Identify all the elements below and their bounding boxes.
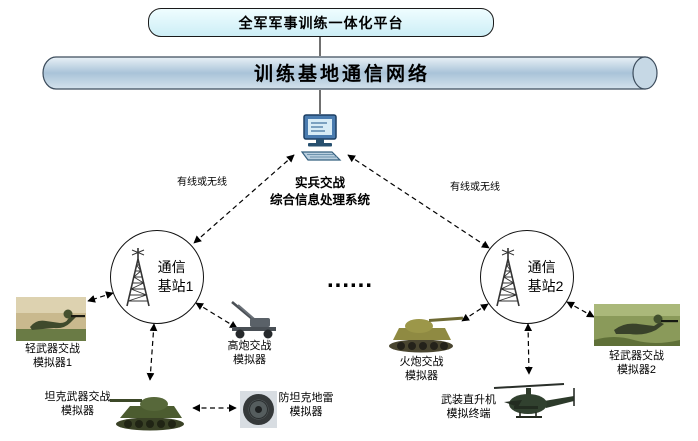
mine-icon [240, 391, 277, 428]
antenna-tower-icon [125, 248, 150, 307]
antenna-tower-icon [495, 248, 520, 307]
network-label: 训练基地通信网络 [253, 64, 430, 85]
light-weapon-sim1-label: 轻武器交战 模拟器1 [25, 343, 80, 369]
helicopter-terminal-label: 武装直升机 模拟终端 [441, 394, 496, 420]
platform-node: 全军军事训练一体化平台 [148, 8, 494, 37]
light-weapon-sim1-photo [16, 297, 86, 341]
link-computer-station2 [347, 154, 490, 249]
artillery-sim-label: 火炮交战 模拟器 [399, 356, 444, 382]
link-station1-tank [146, 323, 158, 381]
processing-system-label: 实兵交战 综合信息处理系统 [269, 176, 370, 207]
artillery-icon [389, 316, 464, 353]
computer-icon [300, 114, 342, 161]
soldier-icon [16, 297, 86, 341]
base-station-2-node: 通信 基站2 [480, 230, 574, 324]
antitank-mine-photo [240, 391, 277, 428]
tank-sim-photo [108, 384, 190, 431]
platform-label: 全军军事训练一体化平台 [238, 14, 404, 31]
aa-gun-sim-label: 高炮交战 模拟器 [227, 340, 272, 366]
link-station2-light2 [566, 301, 595, 318]
helicopter-terminal-photo [492, 376, 578, 436]
link-station2-helicopter [524, 323, 533, 375]
base-station-1-node: 通信 基站1 [110, 230, 204, 324]
base-station-1-label: 通信 基站1 [157, 259, 194, 294]
processing-system-node [296, 114, 344, 164]
tank-sim-label: 坦克武器交战 模拟器 [44, 391, 111, 417]
base-station-2-label: 通信 基站2 [527, 259, 564, 294]
anti-aircraft-gun-icon [231, 301, 276, 339]
artillery-sim-photo [383, 307, 465, 353]
link-label-wired-or-wireless-left: 有线或无线 [177, 177, 227, 188]
network-backbone-node [42, 56, 658, 90]
soldier-icon [594, 304, 680, 346]
link-label-wired-or-wireless-right: 有线或无线 [450, 182, 500, 193]
more-stations-ellipsis: ...... [326, 266, 373, 293]
link-computer-station1 [193, 154, 295, 244]
tank-icon [110, 397, 184, 431]
light-weapon-sim2-label: 轻武器交战 模拟器2 [609, 350, 664, 376]
link-station2-artillery [461, 303, 489, 322]
cylinder-shape [42, 56, 658, 90]
light-weapon-sim2-photo [594, 304, 680, 346]
link-station1-light1 [87, 291, 114, 303]
antitank-mine-label: 防坦克地雷 模拟器 [278, 392, 334, 418]
helicopter-icon [493, 383, 575, 418]
aa-gun-sim-photo [222, 298, 284, 339]
